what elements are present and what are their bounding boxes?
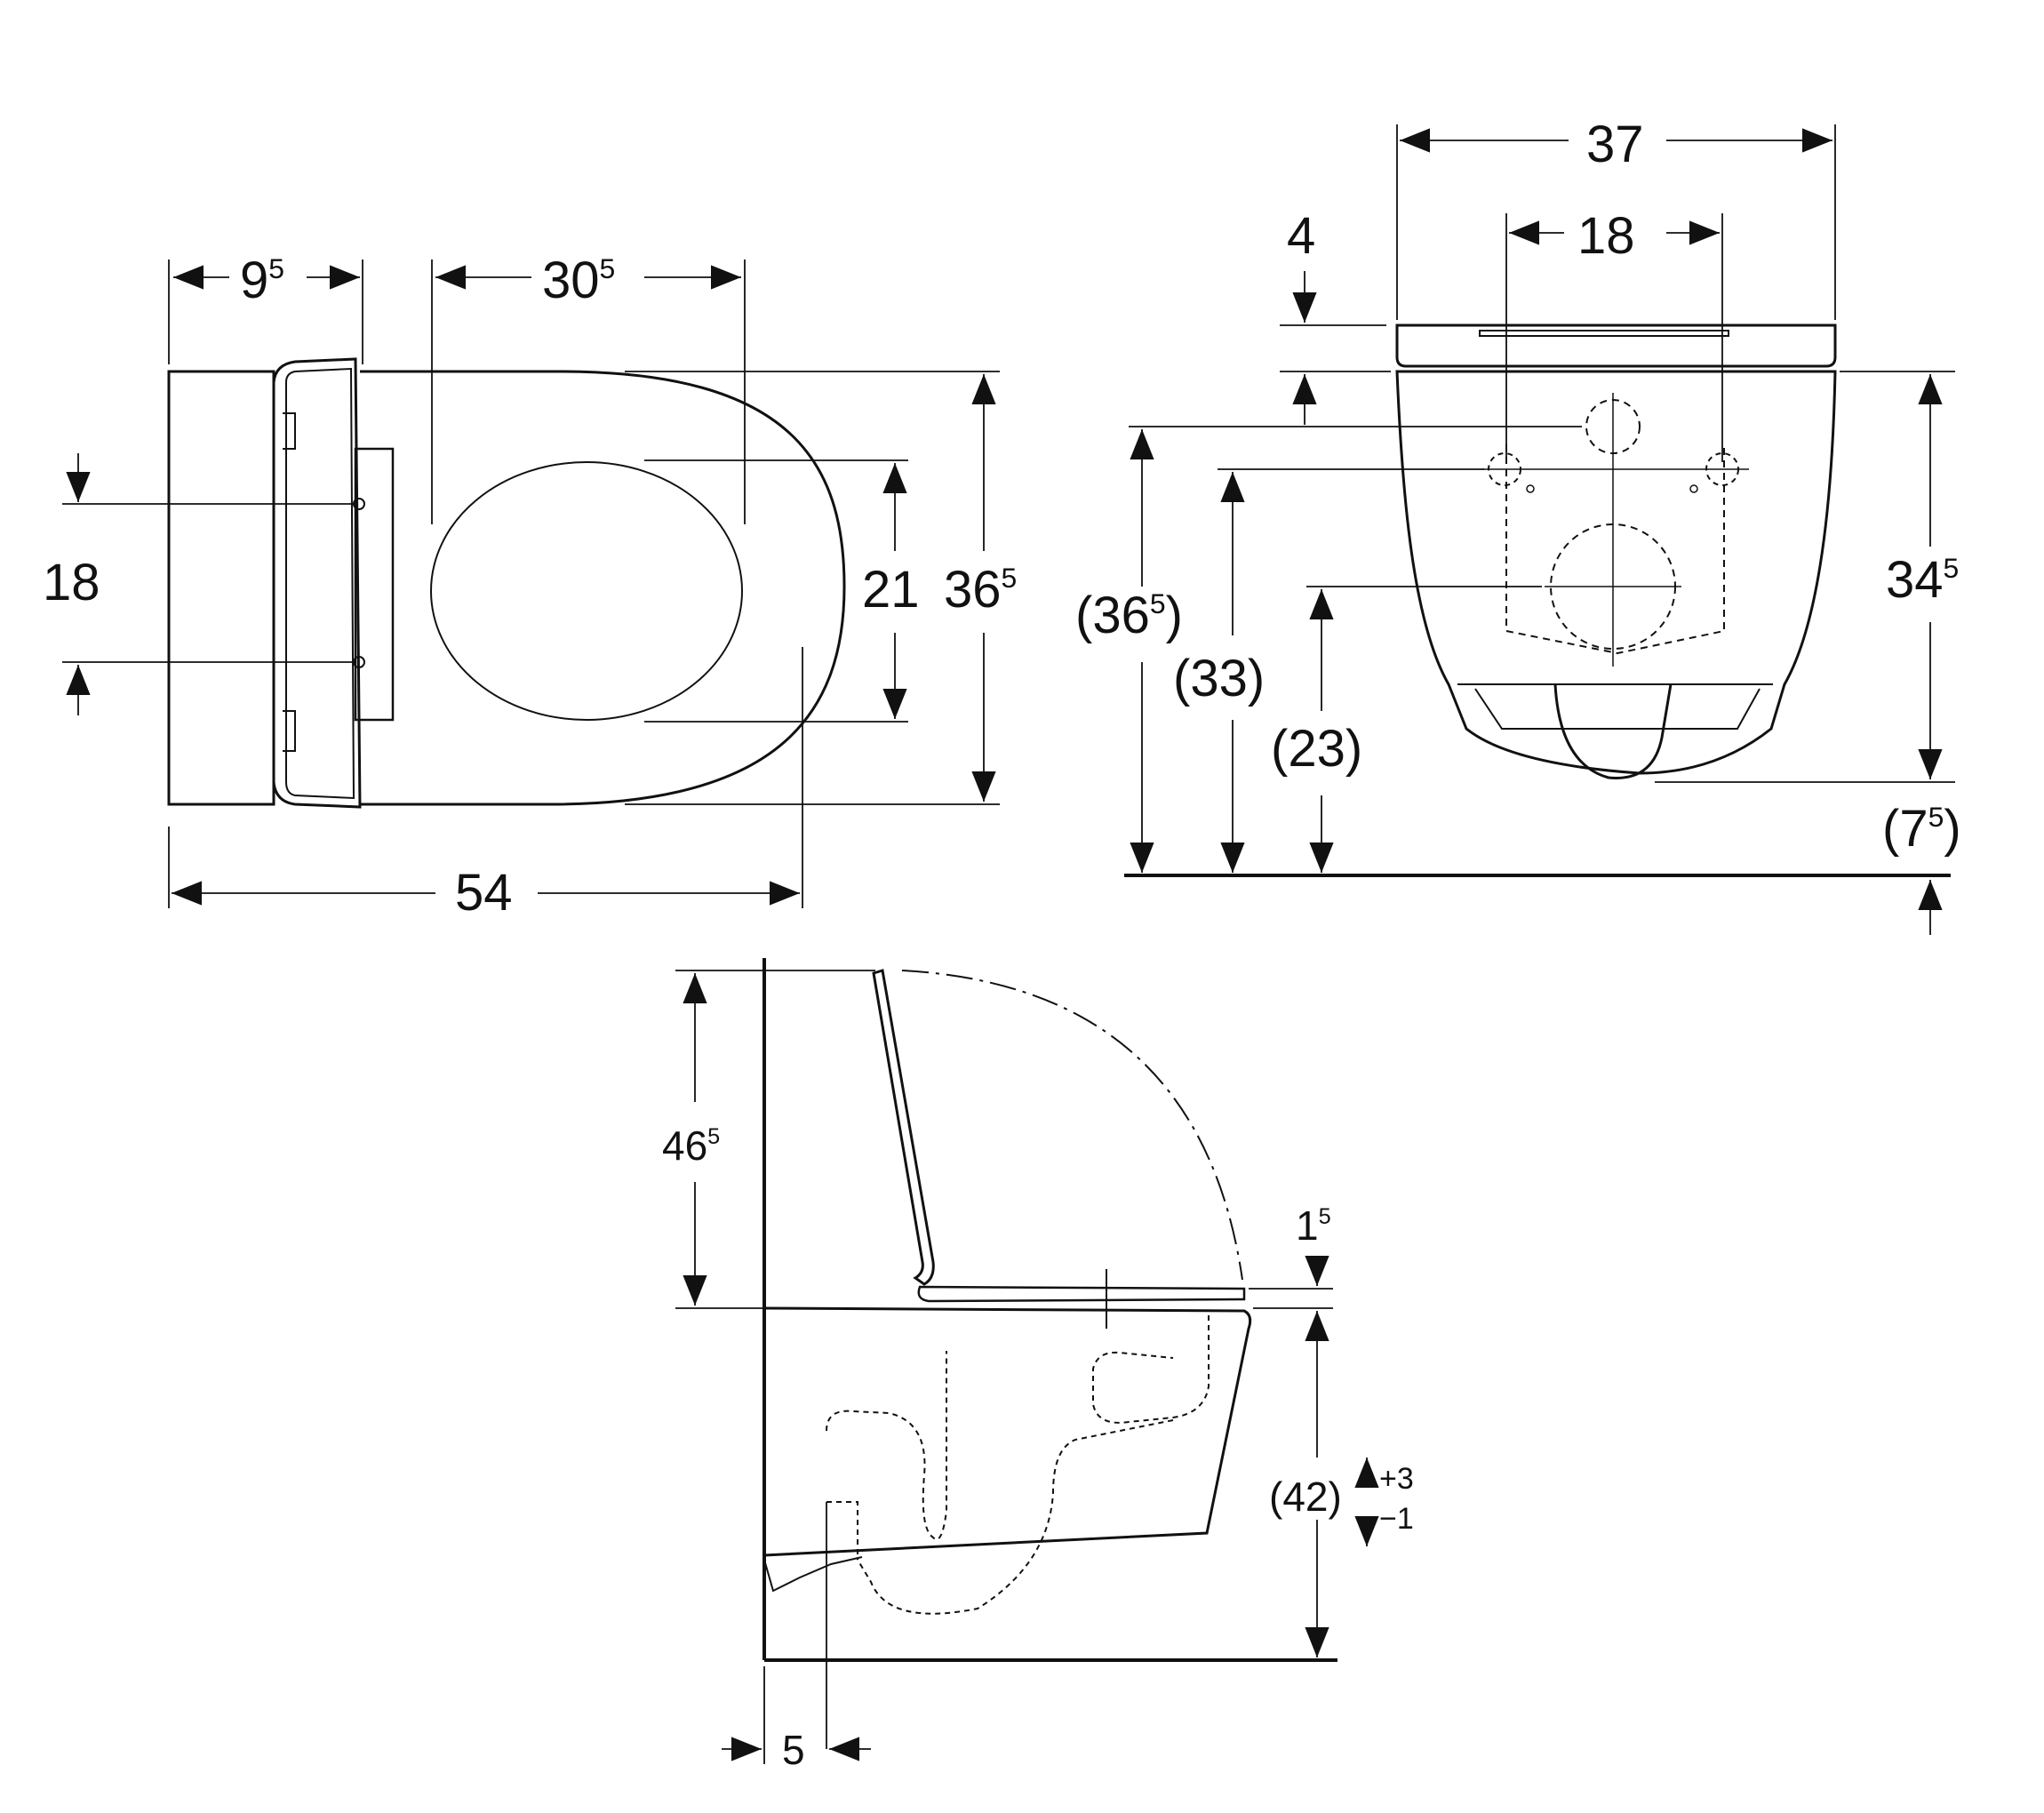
side-view-bowl [763, 1306, 1252, 1557]
front-view-bowl [1395, 370, 1837, 775]
dim-label-54: 54 [455, 864, 513, 922]
front-view-labels: 37 18 4 345 (365) (33) (23) (75) [1075, 116, 1961, 858]
top-view-seat-opening [430, 461, 743, 721]
front-view-seat-lid [1395, 323, 1837, 368]
side-view-labels: 465 15 (42) +3 −1 5 [662, 1122, 1414, 1773]
top-view-hinge-plate [354, 447, 395, 722]
tolerance-minus: −1 [1379, 1502, 1414, 1536]
top-view-rear-cover [272, 357, 362, 809]
dim-label-21: 21 [862, 561, 920, 619]
dim-label-1-5: 15 [1296, 1202, 1331, 1249]
side-view-open-lid [872, 969, 935, 1286]
dim-label-42: (42) [1269, 1474, 1342, 1520]
dim-label-30-5: 305 [542, 252, 615, 309]
tolerance-plus: +3 [1379, 1462, 1414, 1496]
top-view-labels: 95 305 18 21 365 54 [43, 252, 1017, 922]
dim-label-5: 5 [782, 1727, 805, 1773]
dim-label-7-5: (75) [1882, 800, 1961, 858]
side-view-seat [917, 1285, 1246, 1303]
dim-label-front-36-5: (365) [1075, 587, 1183, 644]
dim-label-4: 4 [1287, 207, 1315, 265]
dim-label-37: 37 [1586, 116, 1644, 173]
front-view [1124, 124, 1955, 935]
dim-label-front-18: 18 [1577, 207, 1635, 265]
dim-label-34-5: 345 [1886, 551, 1959, 609]
dim-label-9-5: 95 [240, 252, 284, 309]
top-view-bowl-outline [360, 370, 846, 806]
front-view-outlet [1553, 683, 1673, 779]
dim-label-46-5: 465 [662, 1122, 720, 1169]
side-view [675, 958, 1379, 1764]
dim-label-23: (23) [1271, 720, 1362, 778]
dim-label-36-5: 365 [944, 561, 1017, 619]
top-view-wall-block [167, 370, 275, 806]
dim-label-33: (33) [1173, 650, 1265, 707]
dim-label-18: 18 [43, 554, 100, 611]
top-view [62, 260, 1000, 908]
